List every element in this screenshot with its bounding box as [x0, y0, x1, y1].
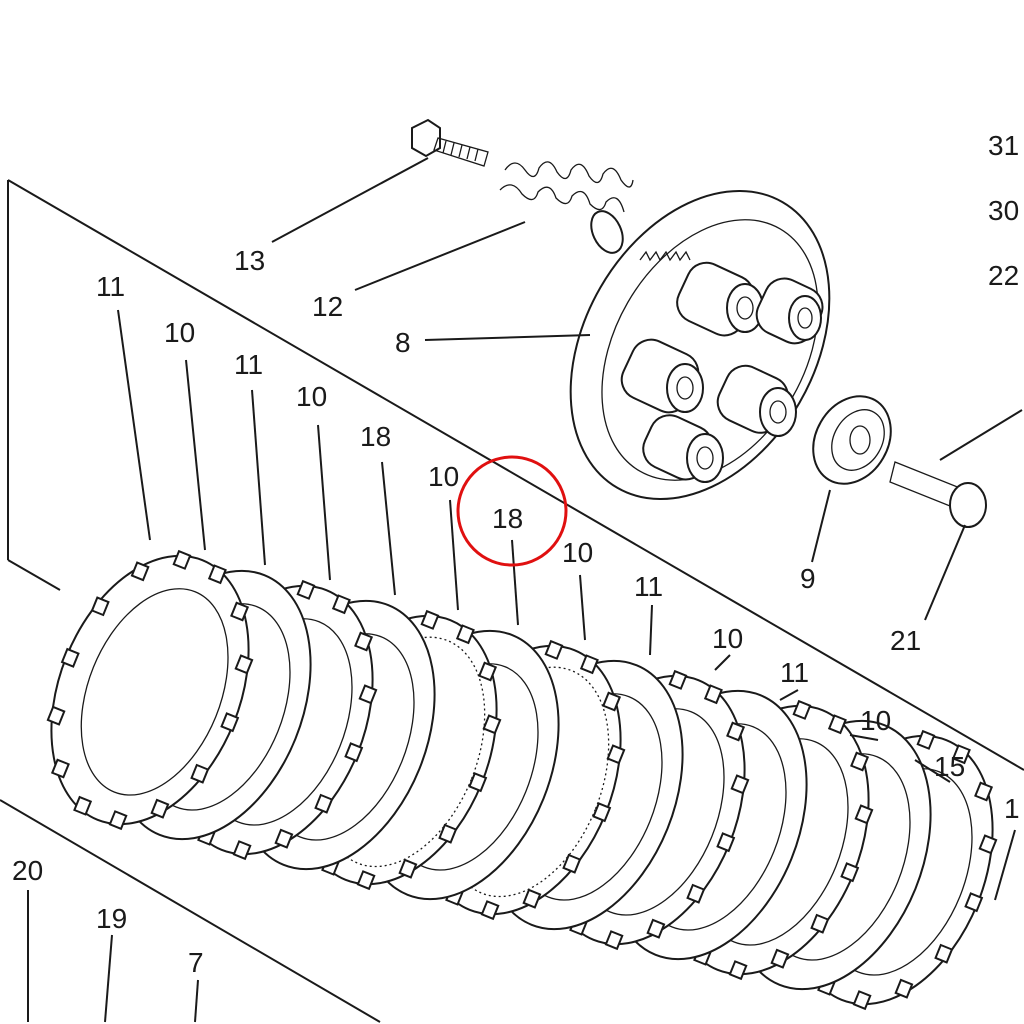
callout-19: 19	[96, 903, 127, 934]
callout-13: 13	[234, 245, 265, 276]
callout-15: 15	[934, 751, 965, 782]
callout-18: 18	[360, 421, 391, 452]
assembly-frame	[0, 179, 1024, 1023]
callout-21: 21	[890, 625, 921, 656]
callout-20: 20	[12, 855, 43, 886]
callout-9: 9	[800, 563, 816, 594]
friction-disc-part	[46, 549, 254, 831]
callout-1: 1	[1004, 793, 1020, 824]
pressure-plate-part	[569, 189, 831, 501]
callout-31: 31	[988, 130, 1019, 161]
callout-10: 10	[860, 705, 891, 736]
callout-11: 11	[234, 349, 263, 380]
callout-10: 10	[164, 317, 195, 348]
callout-10: 10	[296, 381, 327, 412]
callout-11: 11	[96, 271, 125, 302]
callout-labels: 31 30 22 13 12 8 11 10 11 10 18 10 18 10…	[12, 130, 1020, 978]
clutch-plate-stack	[46, 549, 998, 1011]
callout-22: 22	[988, 260, 1019, 291]
callout-11: 11	[780, 657, 809, 688]
callout-7: 7	[188, 947, 204, 978]
highlight-circle	[456, 455, 568, 567]
callout-30: 30	[988, 195, 1019, 226]
spring-part	[499, 161, 634, 254]
leader-lines	[27, 157, 1016, 1023]
bolt-part	[411, 118, 489, 167]
callout-11: 11	[634, 571, 663, 602]
callout-10: 10	[562, 537, 593, 568]
callout-18-highlighted[interactable]: 18	[492, 503, 523, 534]
callout-10: 10	[428, 461, 459, 492]
callout-8: 8	[395, 327, 411, 358]
callout-12: 12	[312, 291, 343, 322]
push-pin-part	[889, 461, 987, 528]
bearing-part	[812, 395, 892, 485]
callout-10: 10	[712, 623, 743, 654]
